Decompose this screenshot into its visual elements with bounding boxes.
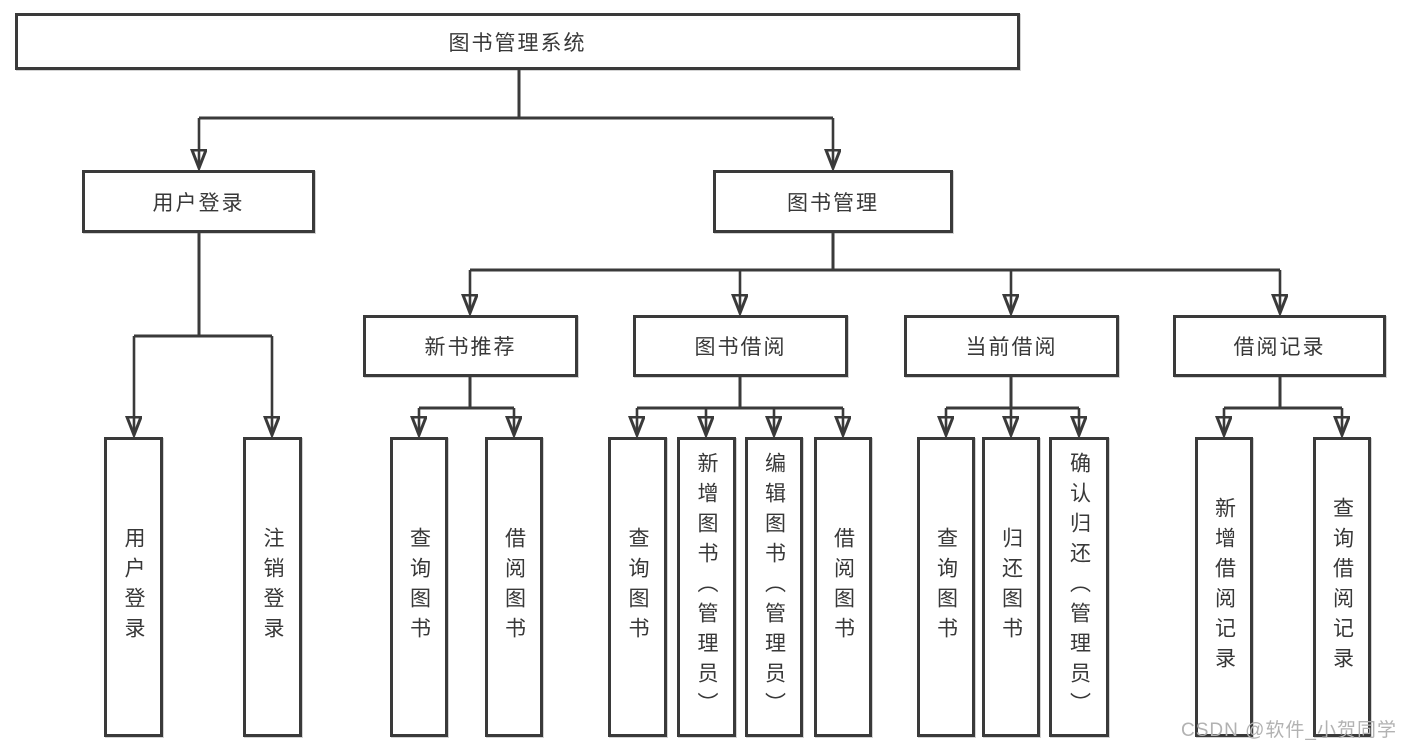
node-label: 新增图书（管理员） xyxy=(695,452,718,722)
leaf-borrowing-add-book-admin: 新增图书（管理员） xyxy=(677,437,736,737)
node-label: 借阅图书 xyxy=(502,527,526,647)
node-new-book-recommendation: 新书推荐 xyxy=(363,315,578,377)
node-current-borrowing: 当前借阅 xyxy=(904,315,1119,377)
node-label: 确认归还（管理员） xyxy=(1067,452,1091,722)
node-label: 图书管理系统 xyxy=(448,31,587,55)
leaf-records-add-borrow-record: 新增借阅记录 xyxy=(1195,437,1253,737)
node-label: 查询图书 xyxy=(407,527,431,647)
leaf-borrowing-query-books: 查询图书 xyxy=(608,437,667,737)
node-label: 借阅图书 xyxy=(831,527,855,647)
leaf-logout: 注销登录 xyxy=(243,437,302,737)
node-label: 用户登录 xyxy=(152,191,245,215)
node-label: 新书推荐 xyxy=(424,336,517,359)
leaf-current-return-books: 归还图书 xyxy=(982,437,1040,737)
node-label: 新增借阅记录 xyxy=(1212,497,1236,677)
leaf-borrowing-borrow-books: 借阅图书 xyxy=(814,437,872,737)
node-label: 查询图书 xyxy=(934,527,958,647)
node-borrowing-records: 借阅记录 xyxy=(1173,315,1386,377)
node-label: 查询图书 xyxy=(626,527,649,647)
leaf-recommend-query-books: 查询图书 xyxy=(390,437,448,737)
leaf-current-query-books: 查询图书 xyxy=(917,437,975,737)
connector-trunks xyxy=(134,70,1342,410)
node-book-management: 图书管理 xyxy=(713,170,953,233)
node-root-system: 图书管理系统 xyxy=(15,13,1020,70)
node-label: 注销登录 xyxy=(261,527,284,647)
leaf-recommend-borrow-books: 借阅图书 xyxy=(485,437,543,737)
node-label: 查询借阅记录 xyxy=(1330,497,1354,677)
node-label: 用户登录 xyxy=(122,527,145,647)
node-label: 当前借阅 xyxy=(965,336,1058,359)
connector-arrows xyxy=(134,118,1342,435)
node-label: 编辑图书（管理员） xyxy=(762,452,786,722)
node-label: 图书借阅 xyxy=(694,336,787,359)
node-label: 图书管理 xyxy=(787,191,879,215)
leaf-borrowing-edit-book-admin: 编辑图书（管理员） xyxy=(745,437,803,737)
leaf-user-login: 用户登录 xyxy=(104,437,163,737)
leaf-current-confirm-return-admin: 确认归还（管理员） xyxy=(1049,437,1109,737)
node-user-login: 用户登录 xyxy=(82,170,315,233)
leaf-records-query-borrow-record: 查询借阅记录 xyxy=(1313,437,1371,737)
csdn-watermark: CSDN @软件_小贺同学 xyxy=(1181,720,1397,741)
node-label: 归还图书 xyxy=(999,527,1023,647)
node-label: 借阅记录 xyxy=(1233,336,1326,359)
node-book-borrowing: 图书借阅 xyxy=(633,315,848,377)
